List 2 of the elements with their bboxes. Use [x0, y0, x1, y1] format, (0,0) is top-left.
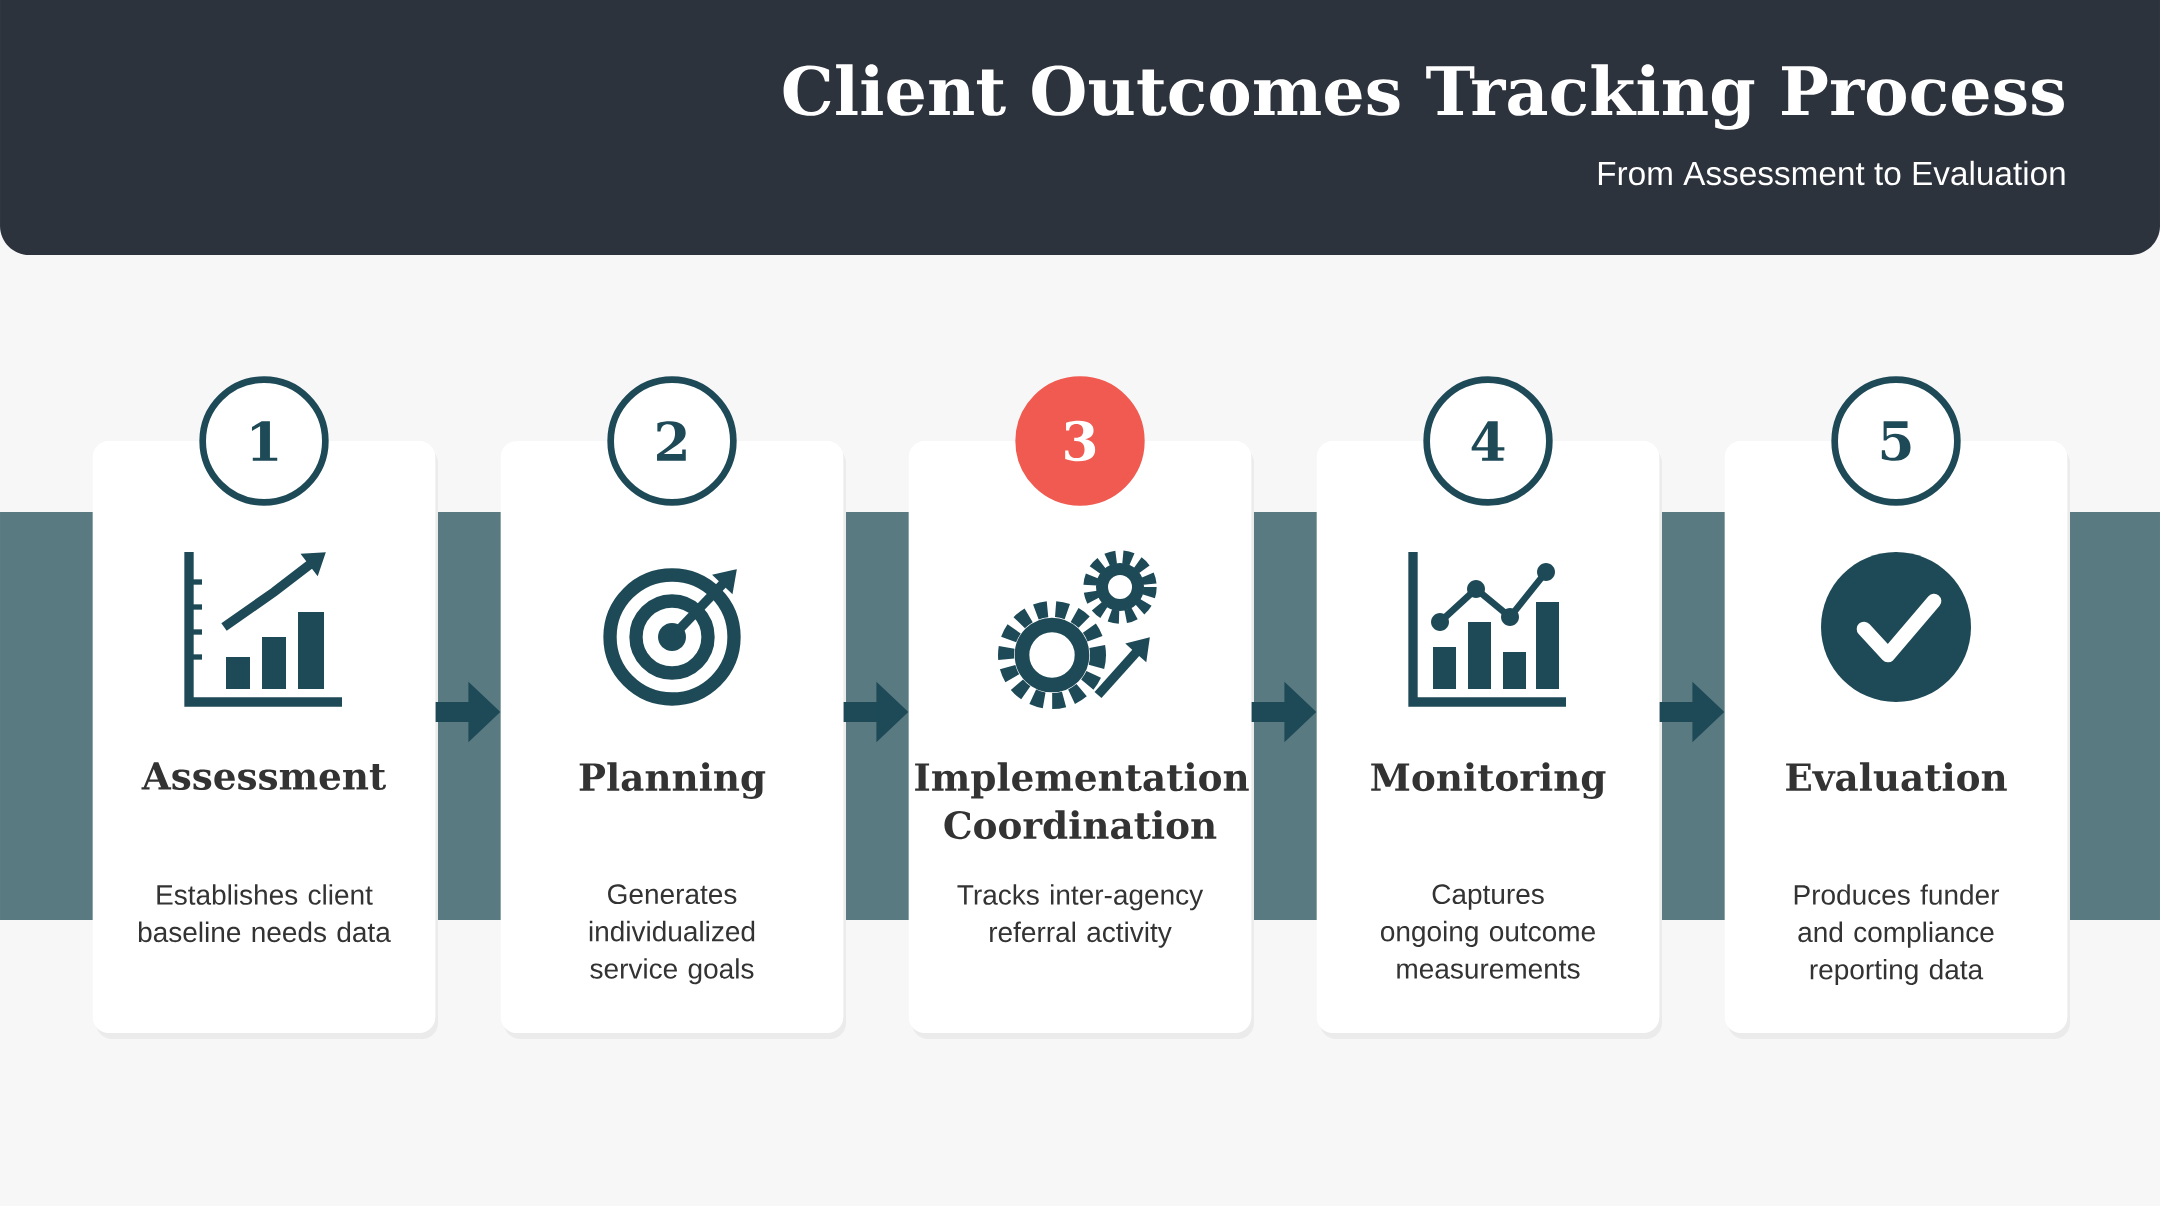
subtitle: From Assessment to Evaluation	[1598, 160, 2065, 186]
title: Client Outcomes Tracking Process	[783, 64, 2064, 130]
